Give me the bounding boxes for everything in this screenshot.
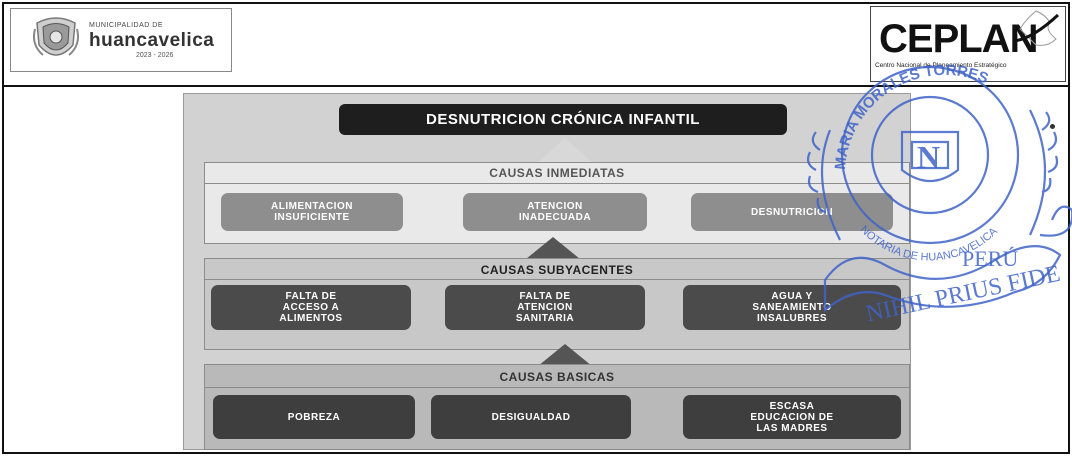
ink-mark [1050, 124, 1055, 129]
municipality-logo: MUNICIPALIDAD DE huancavelica 2023 - 202… [10, 8, 232, 72]
arrow-up-icon [526, 237, 580, 259]
causal-diagram: DESNUTRICION CRÓNICA INFANTIL CAUSAS INM… [183, 93, 911, 450]
municipality-name: huancavelica [89, 30, 215, 51]
section-label: CAUSAS INMEDIATAS [489, 166, 625, 180]
cause-box: FALTA DE ACCESO A ALIMENTOS [211, 285, 411, 330]
peru-map-icon [1013, 10, 1060, 46]
cause-box: DESIGUALDAD [431, 395, 631, 439]
coat-of-arms-icon [33, 17, 79, 56]
diagram-title: DESNUTRICION CRÓNICA INFANTIL [339, 104, 787, 135]
cause-box: POBREZA [213, 395, 415, 439]
header-divider [2, 85, 1070, 87]
municipality-years: 2023 - 2026 [136, 52, 174, 59]
arrow-up-icon [538, 138, 592, 162]
section-label: CAUSAS BASICAS [499, 370, 615, 384]
cause-box: ALIMENTACION INSUFICIENTE [221, 193, 403, 231]
cause-box: ATENCION INADECUADA [463, 193, 647, 231]
cause-box: DESNUTRICION [691, 193, 893, 231]
ceplan-wordmark: CEPLAN [879, 17, 1038, 61]
section-basic-causes: CAUSAS BASICAS POBREZA DESIGUALDAD ESCAS… [204, 364, 910, 450]
ceplan-subtitle: Centro Nacional de Planeamiento Estratég… [875, 62, 1007, 69]
cause-box: ESCASA EDUCACION DE LAS MADRES [683, 395, 901, 439]
ceplan-logo: CEPLAN Centro Nacional de Planeamiento E… [870, 6, 1066, 82]
section-immediate-causes: CAUSAS INMEDIATAS ALIMENTACION INSUFICIE… [204, 162, 910, 244]
section-underlying-causes: CAUSAS SUBYACENTES FALTA DE ACCESO A ALI… [204, 258, 910, 350]
cause-box: AGUA Y SANEAMIENTO INSALUBRES [683, 285, 901, 330]
cause-box: FALTA DE ATENCION SANITARIA [445, 285, 645, 330]
section-label: CAUSAS SUBYACENTES [480, 263, 634, 277]
municipality-prefix: MUNICIPALIDAD DE [89, 22, 163, 29]
arrow-up-icon [538, 344, 592, 366]
